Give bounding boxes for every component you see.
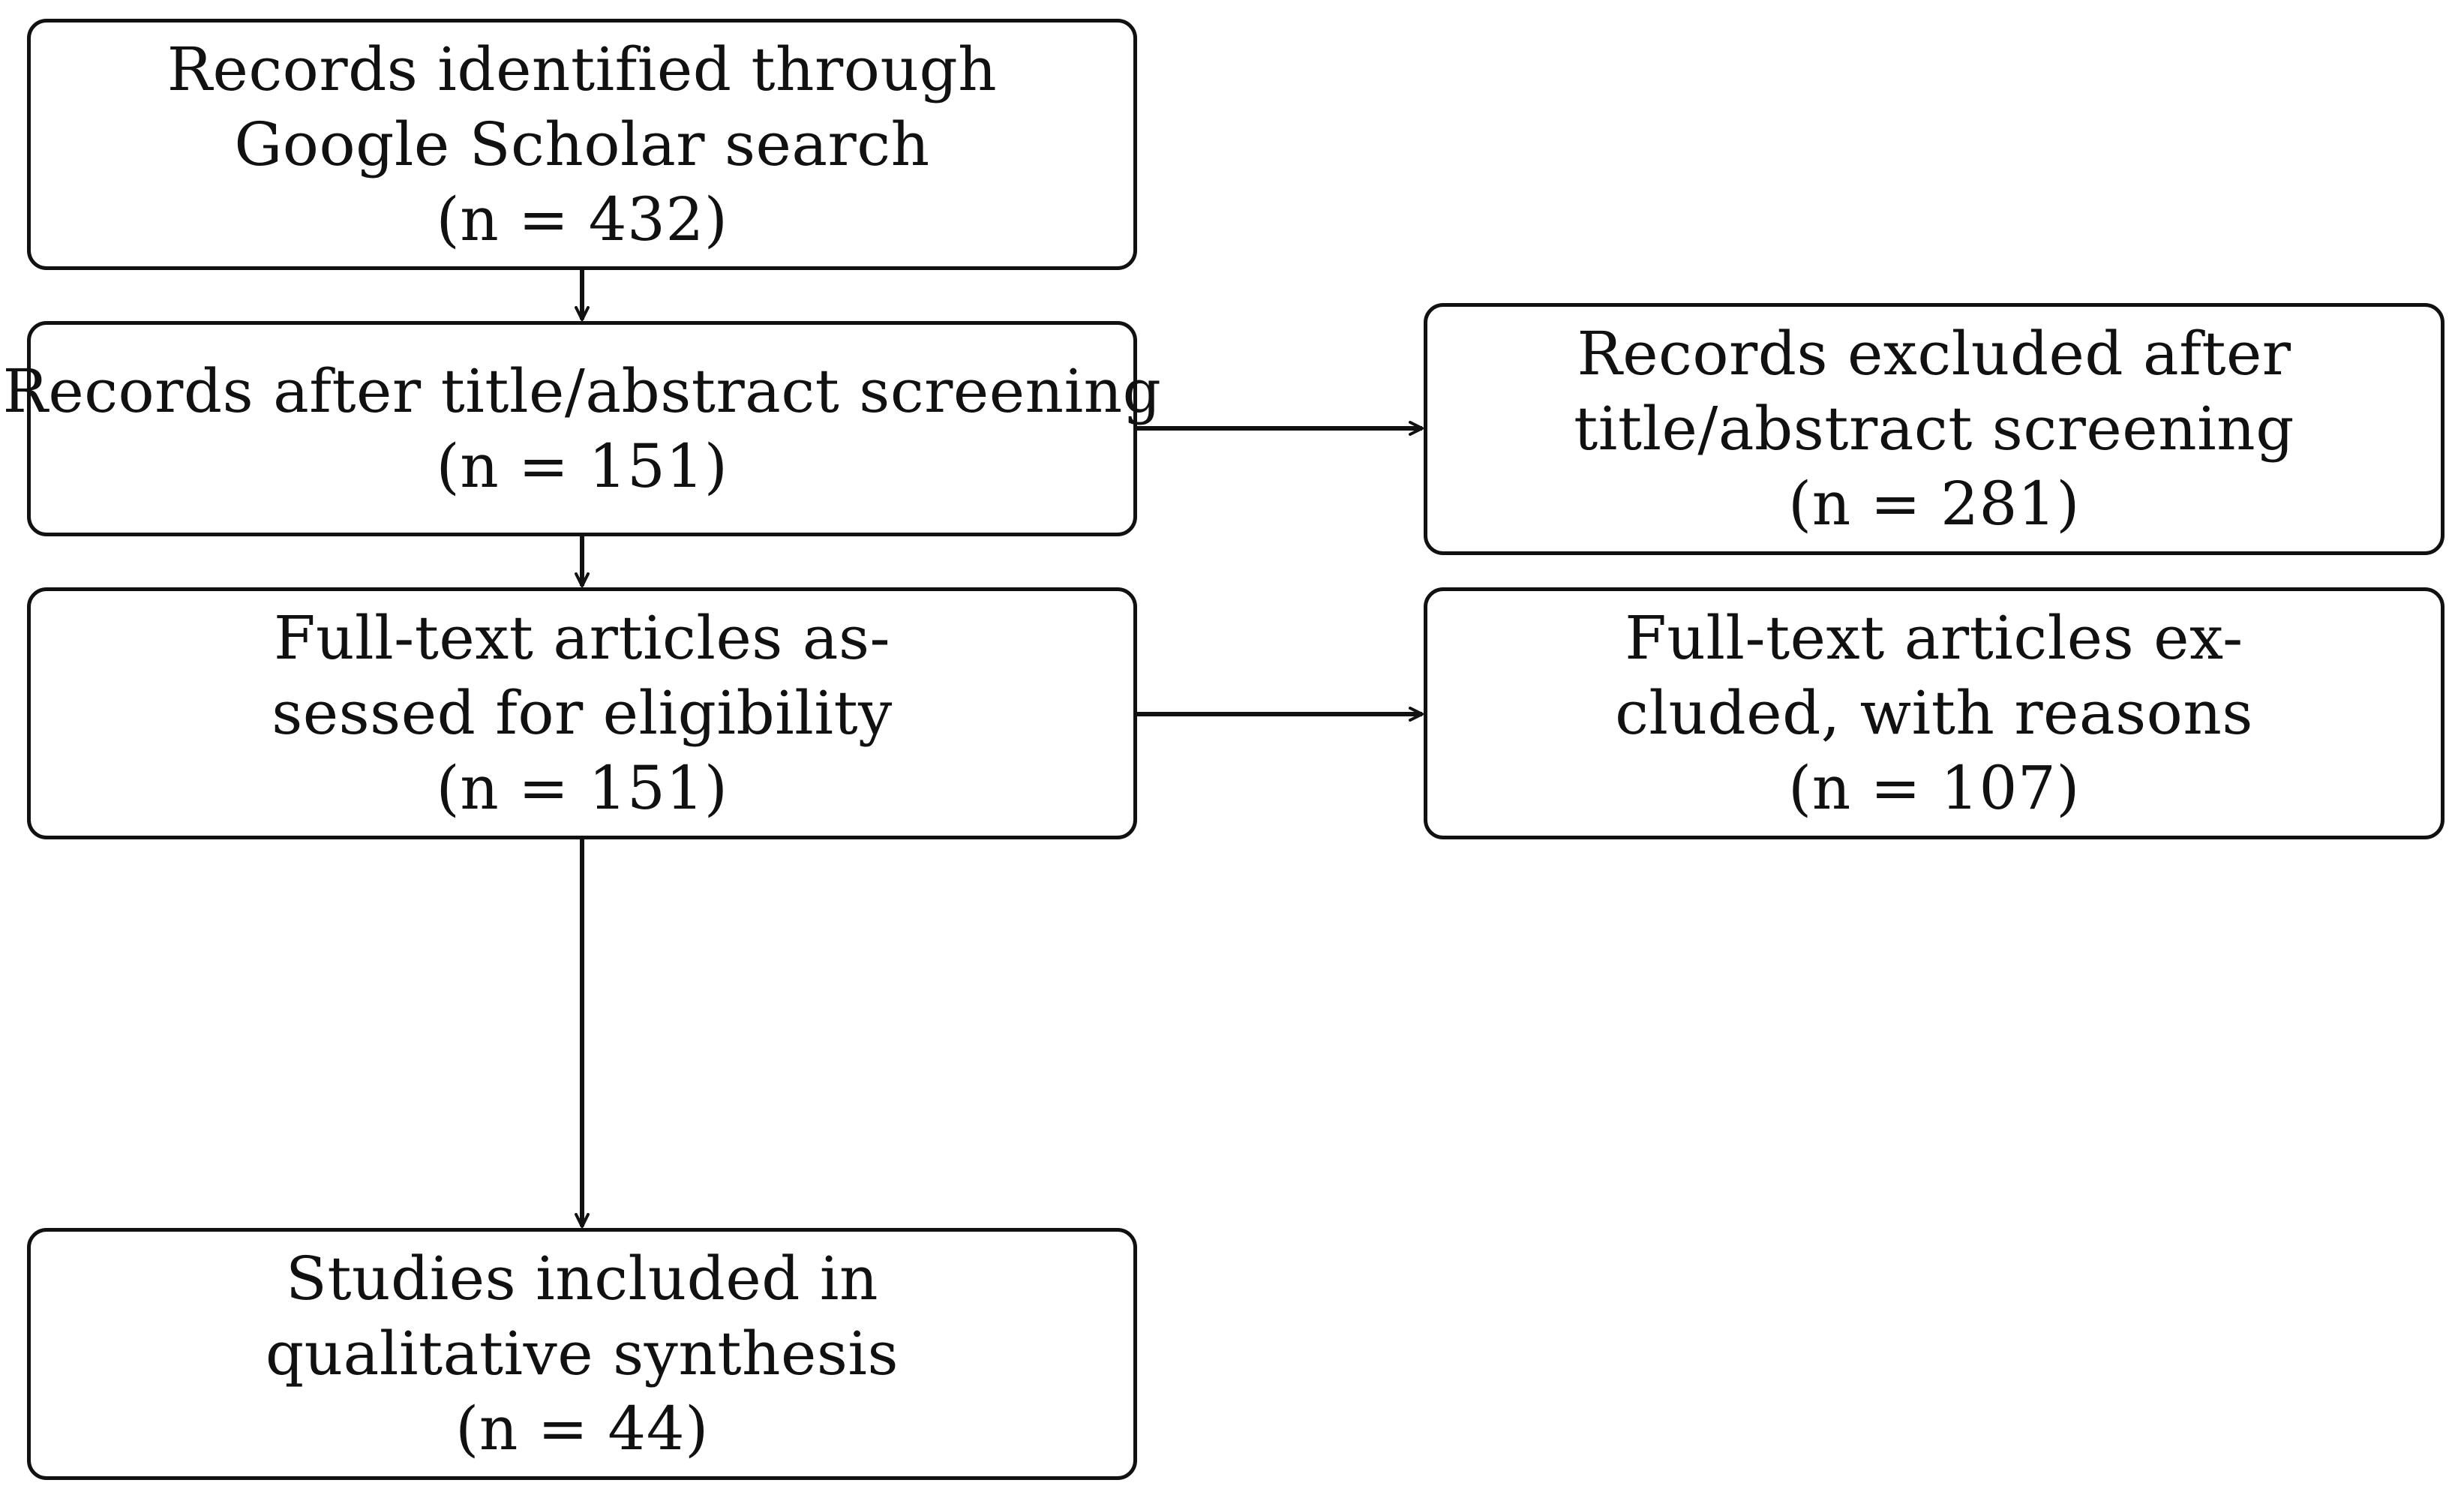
records-excluded-line2: title/abstract screening bbox=[1574, 394, 2294, 464]
fulltext-assessed-line1: Full-text articles as- bbox=[273, 603, 891, 673]
fulltext-excluded-count: (n = 107) bbox=[1787, 753, 2081, 823]
records-identified-box: Records identified through Google Schola… bbox=[27, 19, 1137, 270]
studies-included-count: (n = 44) bbox=[455, 1394, 709, 1463]
records-screened-box: Records after title/abstract screening (… bbox=[3, 321, 1161, 536]
studies-included-line1: Studies included in bbox=[286, 1244, 878, 1313]
records-excluded-box: Records excluded after title/abstract sc… bbox=[1424, 303, 2444, 555]
records-excluded-count: (n = 281) bbox=[1787, 469, 2081, 539]
records-excluded-line1: Records excluded after bbox=[1577, 319, 2291, 389]
fulltext-assessed-box: Full-text articles as- sessed for eligib… bbox=[27, 587, 1137, 839]
fulltext-assessed-count: (n = 151) bbox=[436, 753, 728, 823]
fulltext-excluded-line2: cluded, with reasons bbox=[1615, 678, 2253, 748]
fulltext-assessed-line2: sessed for eligibility bbox=[272, 678, 893, 748]
studies-included-line2: qualitative synthesis bbox=[265, 1319, 899, 1388]
records-identified-line1: Records identified through bbox=[167, 34, 998, 104]
records-screened-count: (n = 151) bbox=[436, 431, 728, 501]
studies-included-box: Studies included in qualitative synthesi… bbox=[27, 1228, 1137, 1480]
records-identified-count: (n = 432) bbox=[436, 184, 728, 254]
records-screened-line1: Records after title/abstract screening bbox=[2, 356, 1162, 426]
records-identified-line2: Google Scholar search bbox=[234, 109, 930, 179]
fulltext-excluded-line1: Full-text articles ex- bbox=[1625, 603, 2243, 673]
fulltext-excluded-box: Full-text articles ex- cluded, with reas… bbox=[1424, 587, 2444, 839]
